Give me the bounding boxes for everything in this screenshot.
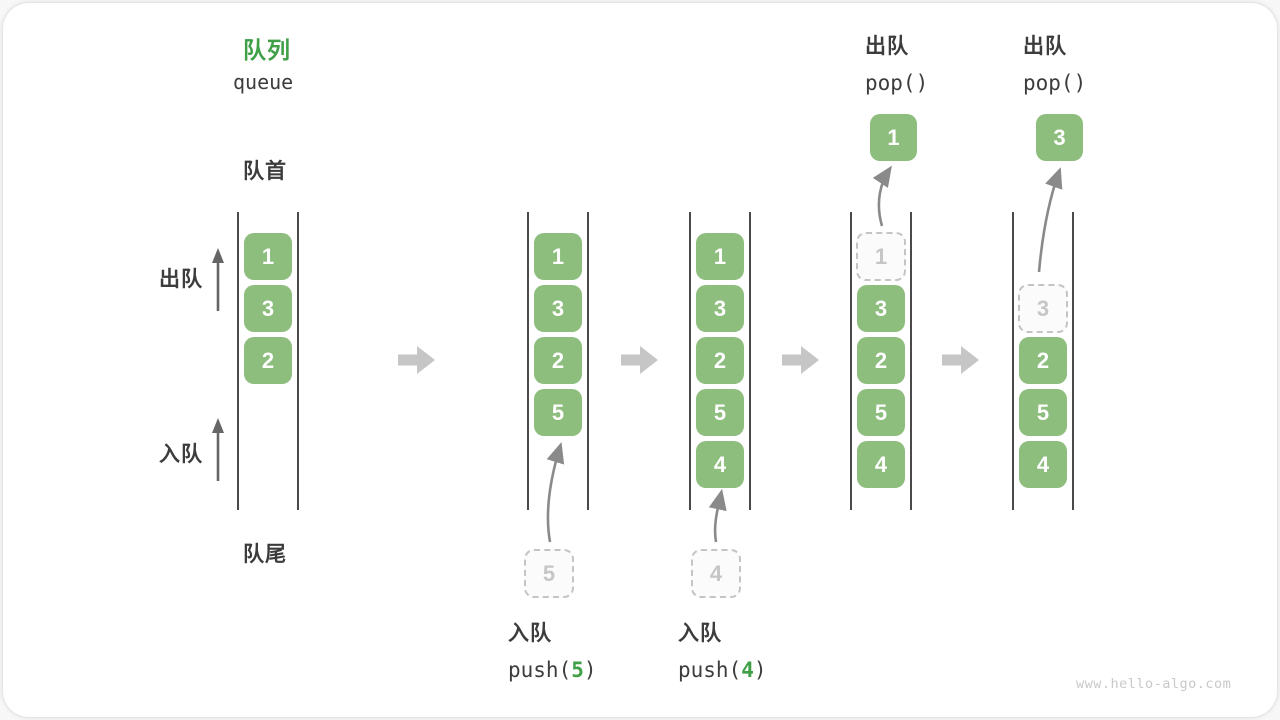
queue-cell: 3 <box>534 285 582 332</box>
queue-wall <box>850 212 852 510</box>
removed-value-ghost-box: 1 <box>856 232 906 281</box>
label-queue-front: 队首 <box>243 160 287 183</box>
label-queue-rear: 队尾 <box>243 543 287 566</box>
title-zh: 队列 <box>243 37 291 63</box>
queue-cell: 3 <box>696 285 744 332</box>
op-code: pop() <box>1023 71 1087 95</box>
queue-state-5: 3 2 5 4 <box>1012 212 1074 510</box>
queue-cell: 4 <box>696 441 744 488</box>
op-code: push(5) <box>508 658 597 682</box>
op-title: 出队 <box>865 35 909 58</box>
queue-cell: 1 <box>696 233 744 280</box>
queue-cell: 3 <box>857 285 905 332</box>
enqueue-direction-up-arrow-icon <box>212 418 224 481</box>
removed-value-ghost-box: 3 <box>1018 284 1068 333</box>
queue-cell: 1 <box>244 233 292 280</box>
op-title: 出队 <box>1023 35 1067 58</box>
queue-wall <box>689 212 691 510</box>
queue-cell: 1 <box>534 233 582 280</box>
queue-cell: 2 <box>696 337 744 384</box>
queue-wall <box>297 212 299 510</box>
op-push-first: 入队 push(5) <box>508 617 597 682</box>
push-arg: 4 <box>741 658 754 682</box>
queue-state-2: 1 3 2 5 <box>527 212 589 510</box>
queue-wall <box>910 212 912 510</box>
queue-cell: 2 <box>857 337 905 384</box>
queue-cell: 2 <box>244 337 292 384</box>
queue-cell: 3 <box>244 285 292 332</box>
queue-cell: 5 <box>1019 389 1067 436</box>
flow-right-arrow-icon <box>621 346 658 374</box>
op-code: push(4) <box>678 658 767 682</box>
op-code: pop() <box>865 71 929 95</box>
queue-cell: 5 <box>857 389 905 436</box>
queue-state-3: 1 3 2 5 4 <box>689 212 751 510</box>
op-push-second: 入队 push(4) <box>678 617 767 682</box>
label-enqueue: 入队 <box>159 443 203 466</box>
flow-right-arrow-icon <box>942 346 979 374</box>
watermark: www.hello-algo.com <box>1076 676 1232 692</box>
queue-wall <box>527 212 529 510</box>
incoming-value-ghost-box: 4 <box>691 549 741 598</box>
queue-cell: 4 <box>857 441 905 488</box>
pop-arrow-icon <box>1037 167 1063 273</box>
push-arrow-icon <box>546 442 565 543</box>
queue-cell: 4 <box>1019 441 1067 488</box>
pop-arrow-icon <box>872 165 892 227</box>
queue-cell: 2 <box>1019 337 1067 384</box>
popped-value-box: 3 <box>1036 114 1083 161</box>
push-arg: 5 <box>571 658 584 682</box>
queue-cell: 5 <box>534 389 582 436</box>
op-pop-first: 出队 pop() <box>865 30 928 95</box>
queue-cell: 2 <box>534 337 582 384</box>
queue-state-1: 1 3 2 <box>237 212 299 510</box>
queue-state-4: 1 3 2 5 4 <box>850 212 912 510</box>
popped-value-box: 1 <box>870 114 917 161</box>
op-pop-second: 出队 pop() <box>1023 30 1086 95</box>
title-en: queue <box>233 70 294 94</box>
queue-wall <box>237 212 239 510</box>
flow-right-arrow-icon <box>782 346 819 374</box>
incoming-value-ghost-box: 5 <box>524 549 574 598</box>
op-title: 入队 <box>508 622 552 645</box>
queue-wall <box>749 212 751 510</box>
dequeue-direction-up-arrow-icon <box>212 248 224 311</box>
queue-wall <box>1072 212 1074 510</box>
label-dequeue: 出队 <box>159 268 203 291</box>
flow-right-arrow-icon <box>398 346 435 374</box>
op-title: 入队 <box>678 622 722 645</box>
queue-wall <box>1012 212 1014 510</box>
push-arrow-icon <box>708 488 727 543</box>
queue-cell: 5 <box>696 389 744 436</box>
queue-wall <box>587 212 589 510</box>
